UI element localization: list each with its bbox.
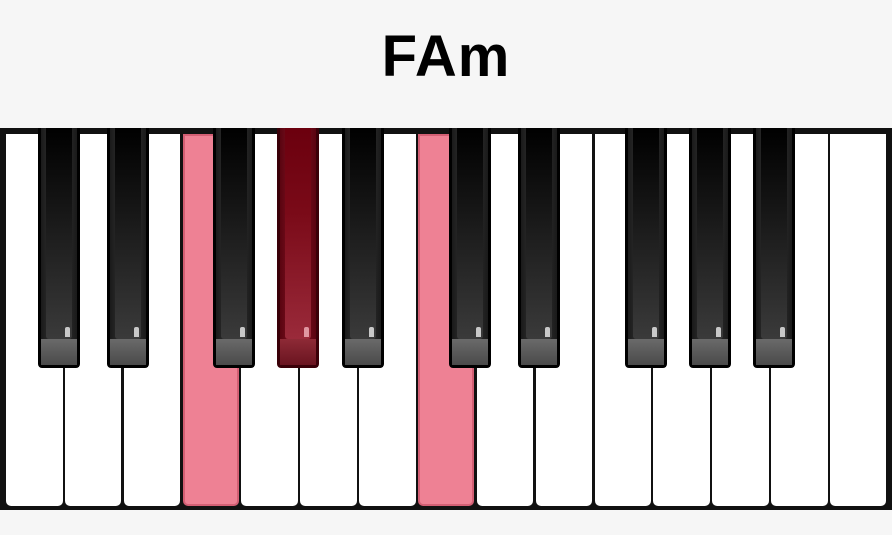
black-key-lip bbox=[628, 339, 664, 365]
black-key-highlight bbox=[240, 327, 245, 337]
black-key-lip bbox=[756, 339, 792, 365]
black-key-lip bbox=[692, 339, 728, 365]
black-key-body bbox=[350, 128, 376, 339]
black-key-body bbox=[697, 128, 723, 339]
black-key-body bbox=[633, 128, 659, 339]
black-key-highlight bbox=[369, 327, 374, 337]
black-key-body bbox=[221, 128, 247, 339]
black-key-f-sharp-7[interactable] bbox=[625, 128, 667, 368]
chord-title: FAm bbox=[381, 24, 511, 89]
white-key-c-14[interactable] bbox=[829, 134, 887, 506]
black-key-f-sharp-2[interactable] bbox=[213, 128, 255, 368]
black-key-lip bbox=[280, 339, 316, 365]
black-key-a-sharp-9[interactable] bbox=[753, 128, 795, 368]
black-key-c-sharp-0[interactable] bbox=[38, 128, 80, 368]
black-key-g-sharp-8[interactable] bbox=[689, 128, 731, 368]
black-key-body bbox=[285, 128, 311, 339]
black-key-body bbox=[457, 128, 483, 339]
black-key-lip bbox=[41, 339, 77, 365]
black-key-lip bbox=[110, 339, 146, 365]
black-key-highlight bbox=[134, 327, 139, 337]
black-key-highlight bbox=[652, 327, 657, 337]
black-key-highlight bbox=[716, 327, 721, 337]
black-key-d-sharp-1[interactable] bbox=[107, 128, 149, 368]
black-key-lip bbox=[216, 339, 252, 365]
black-key-lip bbox=[452, 339, 488, 365]
black-key-body bbox=[761, 128, 787, 339]
black-key-highlight bbox=[476, 327, 481, 337]
black-key-a-sharp-4[interactable] bbox=[342, 128, 384, 368]
black-key-body bbox=[115, 128, 141, 339]
black-key-highlight bbox=[780, 327, 785, 337]
black-key-g-sharp-3[interactable] bbox=[277, 128, 319, 368]
piano-keyboard bbox=[0, 128, 892, 510]
black-key-body bbox=[46, 128, 72, 339]
black-key-lip bbox=[521, 339, 557, 365]
black-key-highlight bbox=[304, 327, 309, 337]
black-key-body bbox=[526, 128, 552, 339]
black-key-c-sharp-5[interactable] bbox=[449, 128, 491, 368]
black-key-d-sharp-6[interactable] bbox=[518, 128, 560, 368]
black-key-highlight bbox=[545, 327, 550, 337]
black-key-lip bbox=[345, 339, 381, 365]
bottom-margin bbox=[0, 510, 892, 535]
black-key-highlight bbox=[65, 327, 70, 337]
